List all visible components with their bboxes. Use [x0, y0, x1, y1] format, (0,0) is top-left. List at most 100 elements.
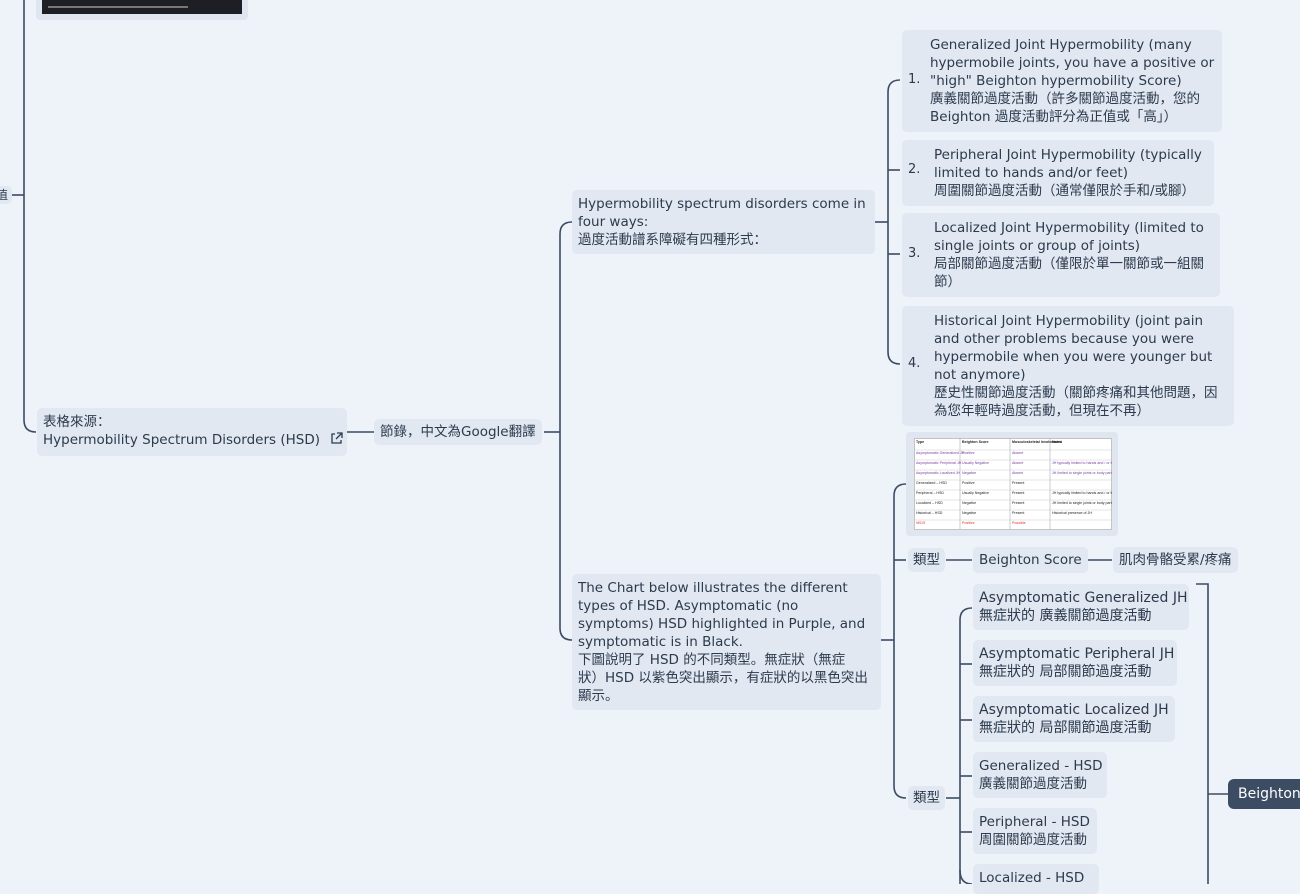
way-line: Peripheral Joint Hypermobility (typicall… [934, 147, 1202, 163]
way-line: limited to hands and/or feet) [934, 165, 1128, 181]
table-cell: Possible [1012, 521, 1026, 525]
way-node-2[interactable]: Peripheral Joint Hypermobility (typicall… [902, 140, 1214, 206]
type-name-en: Asymptomatic Generalized JH [979, 590, 1188, 606]
way-line: 周圍關節過度活動（通常僅限於手和/或腳） [934, 183, 1196, 199]
type-node-6[interactable]: Localized - HSD [973, 864, 1099, 894]
chart-description-line: symptomatic is in Black. [578, 634, 743, 650]
table-cell: Absent [1012, 451, 1023, 455]
chart-description-line: types of HSD. Asymptomatic (no [578, 598, 799, 614]
table-cell: JH typically limited to hands and / or f… [1052, 461, 1112, 465]
root-node-fragment[interactable]: 值 [0, 186, 13, 204]
video-thumbnail[interactable] [36, 0, 248, 20]
chart-description-line: The Chart below illustrates the differen… [578, 580, 848, 596]
table-cell: Historical presence of JH [1052, 511, 1092, 515]
type-name-zh: 無症狀的 局部關節過度活動 [979, 664, 1152, 680]
table-cell: Asymptomatic Generalized JH [916, 451, 965, 455]
chart-description-line: 狀）HSD 以紫色突出顯示，有症狀的以黑色突出 [578, 670, 868, 686]
type-name-zh: 無症狀的 廣義關節過度活動 [979, 608, 1152, 624]
table-cell: Negative [962, 501, 976, 505]
table-cell: Positive [962, 451, 975, 455]
type-name-en: Localized - HSD [979, 870, 1085, 886]
way-number-3: 3. [908, 246, 921, 261]
way-line: 局部關節過度活動（僅限於單一關節或一組關 [934, 256, 1204, 272]
type-name-zh: 無症狀的 局部關節過度活動 [979, 720, 1152, 736]
table-cell: Asymptomatic Peripheral JH [916, 461, 962, 465]
way-line: 歷史性關節過度活動（關節疼痛和其他問題，因 [934, 385, 1218, 401]
table-cell: Asymptomatic Localized JH [916, 471, 961, 475]
type-node-4[interactable]: Generalized - HSD 廣義關節過度活動 [973, 752, 1107, 798]
way-line: hypermobile joints, you have a positive … [930, 55, 1215, 71]
way-line: Localized Joint Hypermobility (limited t… [934, 220, 1204, 236]
table-header-cell: Notes [1052, 440, 1062, 444]
table-header-cell: Musculoskeletal Involvement [1012, 440, 1063, 444]
way-line: 廣義關節過度活動（許多關節過度活動，您的 [930, 91, 1200, 107]
table-cell: Peripheral – HSD [916, 491, 944, 495]
source-title: Hypermobility Spectrum Disorders (HSD) [43, 431, 343, 449]
table-cell: hEDS [916, 521, 926, 525]
table-cell: Positive [962, 521, 975, 525]
type-name-zh: 周圍關節過度活動 [979, 832, 1087, 848]
source-label: 表格來源： [43, 414, 111, 430]
hsd-table-image[interactable]: Type Beighton Score Musculoskeletal Involv… [906, 432, 1118, 536]
way-node-4[interactable]: Historical Joint Hypermobility (joint pa… [902, 306, 1234, 426]
beighton-score-node[interactable]: Beighton Score [973, 547, 1088, 573]
hsd-four-ways-node[interactable]: Hypermobility spectrum disorders come in… [572, 190, 875, 254]
table-cell: Present [1012, 501, 1024, 505]
table-cell: Historical – HSD [916, 511, 943, 515]
video-frame [42, 0, 242, 14]
type-name-en: Peripheral - HSD [979, 814, 1090, 830]
type-name-en: Generalized - HSD [979, 758, 1103, 774]
table-cell: JH limited to single joints or body part… [1052, 471, 1112, 475]
table-header-cell: Type [916, 440, 924, 444]
table-cell: Negative [962, 471, 976, 475]
way-line: Historical Joint Hypermobility (joint pa… [934, 313, 1204, 329]
video-progress-bar [48, 6, 188, 8]
type-name-zh: 廣義關節過度活動 [979, 776, 1087, 792]
chart-description-line: 下圖說明了 HSD 的不同類型。無症狀（無症 [578, 652, 846, 668]
way-line: hypermobile when you were younger but [934, 349, 1213, 365]
way-line: and other problems because you were [934, 331, 1194, 347]
way-line: 為您年輕時過度活動，但現在不再） [934, 403, 1150, 419]
beighton-tag[interactable]: Beighton [1228, 779, 1300, 809]
type-header-node[interactable]: 類型 [908, 548, 945, 572]
way-line: not anymore) [934, 367, 1026, 383]
table-cell: Usually Negative [962, 461, 989, 465]
way-number-4: 4. [908, 356, 921, 371]
way-node-3[interactable]: Localized Joint Hypermobility (limited t… [902, 213, 1220, 297]
table-cell: Absent [1012, 471, 1023, 475]
type-node-3[interactable]: Asymptomatic Localized JH 無症狀的 局部關節過度活動 [973, 696, 1175, 742]
chart-description-node[interactable]: The Chart below illustrates the differen… [572, 574, 881, 710]
table-header-cell: Beighton Score [962, 440, 989, 444]
table-cell: JH typically limited to hands and / or f… [1052, 491, 1112, 495]
table-cell: Positive [962, 481, 975, 485]
type-name-en: Asymptomatic Localized JH [979, 702, 1169, 718]
types-label-node[interactable]: 類型 [908, 786, 945, 810]
pain-node[interactable]: 肌肉骨骼受累/疼痛 [1113, 547, 1238, 573]
way-node-1[interactable]: Generalized Joint Hypermobility (many hyp… [902, 30, 1222, 132]
type-node-1[interactable]: Asymptomatic Generalized JH 無症狀的 廣義關節過度活動 [973, 584, 1189, 630]
external-link-icon[interactable] [330, 432, 343, 445]
table-cell: Present [1012, 511, 1024, 515]
source-node[interactable]: 表格來源： Hypermobility Spectrum Disorders (… [37, 408, 347, 456]
way-line: single joints or group of joints) [934, 238, 1141, 254]
hsd-table-graphic: Type Beighton Score Musculoskeletal Involv… [914, 438, 1117, 530]
table-cell: Localized – HSD [916, 501, 943, 505]
way-number-2: 2. [908, 162, 921, 177]
type-node-2[interactable]: Asymptomatic Peripheral JH 無症狀的 局部關節過度活動 [973, 640, 1177, 686]
way-line: Generalized Joint Hypermobility (many [930, 37, 1192, 53]
table-cell: Present [1012, 491, 1024, 495]
way-line: 節） [934, 274, 961, 290]
chart-description-line: 顯示。 [578, 688, 619, 704]
table-cell: Absent [1012, 461, 1023, 465]
way-line: "high" Beighton hypermobility Score) [930, 73, 1182, 89]
way-number-1: 1. [908, 72, 921, 87]
chart-description-line: symptoms) HSD highlighted in Purple, and [578, 616, 866, 632]
table-cell: Negative [962, 511, 976, 515]
table-cell: Usually Negative [962, 491, 989, 495]
type-name-en: Asymptomatic Peripheral JH [979, 646, 1175, 662]
table-cell: Present [1012, 481, 1024, 485]
excerpt-node[interactable]: 節錄，中文為Google翻譯 [374, 419, 542, 445]
type-node-5[interactable]: Peripheral - HSD 周圍關節過度活動 [973, 808, 1097, 854]
table-cell: JH limited to single joints or body part… [1052, 501, 1112, 505]
